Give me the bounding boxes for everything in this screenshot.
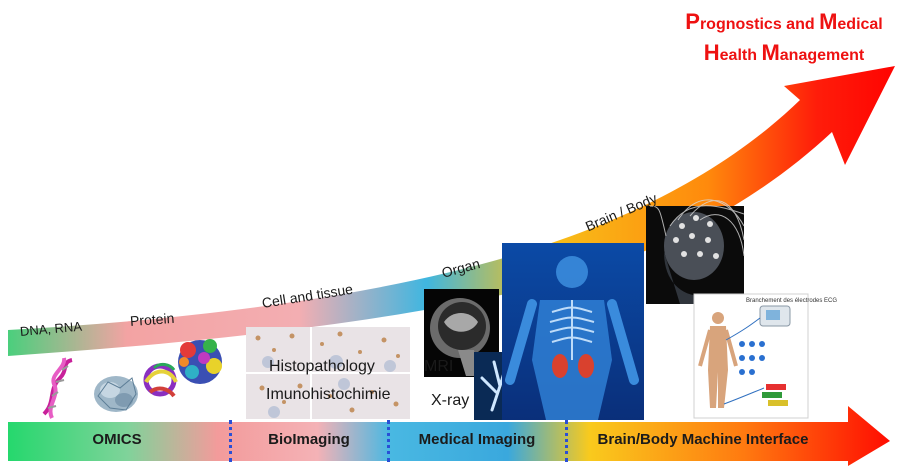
separator-3 (565, 420, 568, 462)
title-line-1: Prognostics and Medical (685, 9, 883, 34)
protein-ribbon-icon (143, 362, 178, 398)
label-histopathology: Histopathology (269, 358, 375, 375)
label-xray: X-ray (431, 392, 470, 409)
dna-icon (42, 357, 73, 419)
ecg-caption: Branchement des électrodes ECG (746, 298, 838, 304)
eeg-head-image (646, 199, 745, 304)
title-line-2: Health Management (703, 40, 865, 65)
molecule-icon (178, 339, 222, 384)
ecg-body-diagram (693, 293, 809, 419)
protein-structure-icon (94, 376, 138, 412)
bar-label-omics: OMICS (92, 431, 142, 448)
bottom-timeline-arrow (8, 406, 890, 466)
bar-label-medical-imaging: Medical Imaging (418, 431, 536, 448)
separator-2 (387, 420, 390, 462)
label-immunohistochemistry: Imunohistochimie (266, 386, 391, 403)
separator-1 (229, 420, 232, 462)
label-mri: MRI (424, 358, 454, 375)
bar-label-bioimaging: BioImaging (268, 431, 350, 448)
diagram-title: Prognostics and Medical Health Managemen… (669, 8, 899, 70)
human-anatomy-image (502, 243, 644, 420)
curve-label-protein: Protein (129, 309, 175, 329)
histology-slide-image (246, 327, 410, 419)
bar-label-interface: Brain/Body Machine Interface (597, 431, 809, 448)
